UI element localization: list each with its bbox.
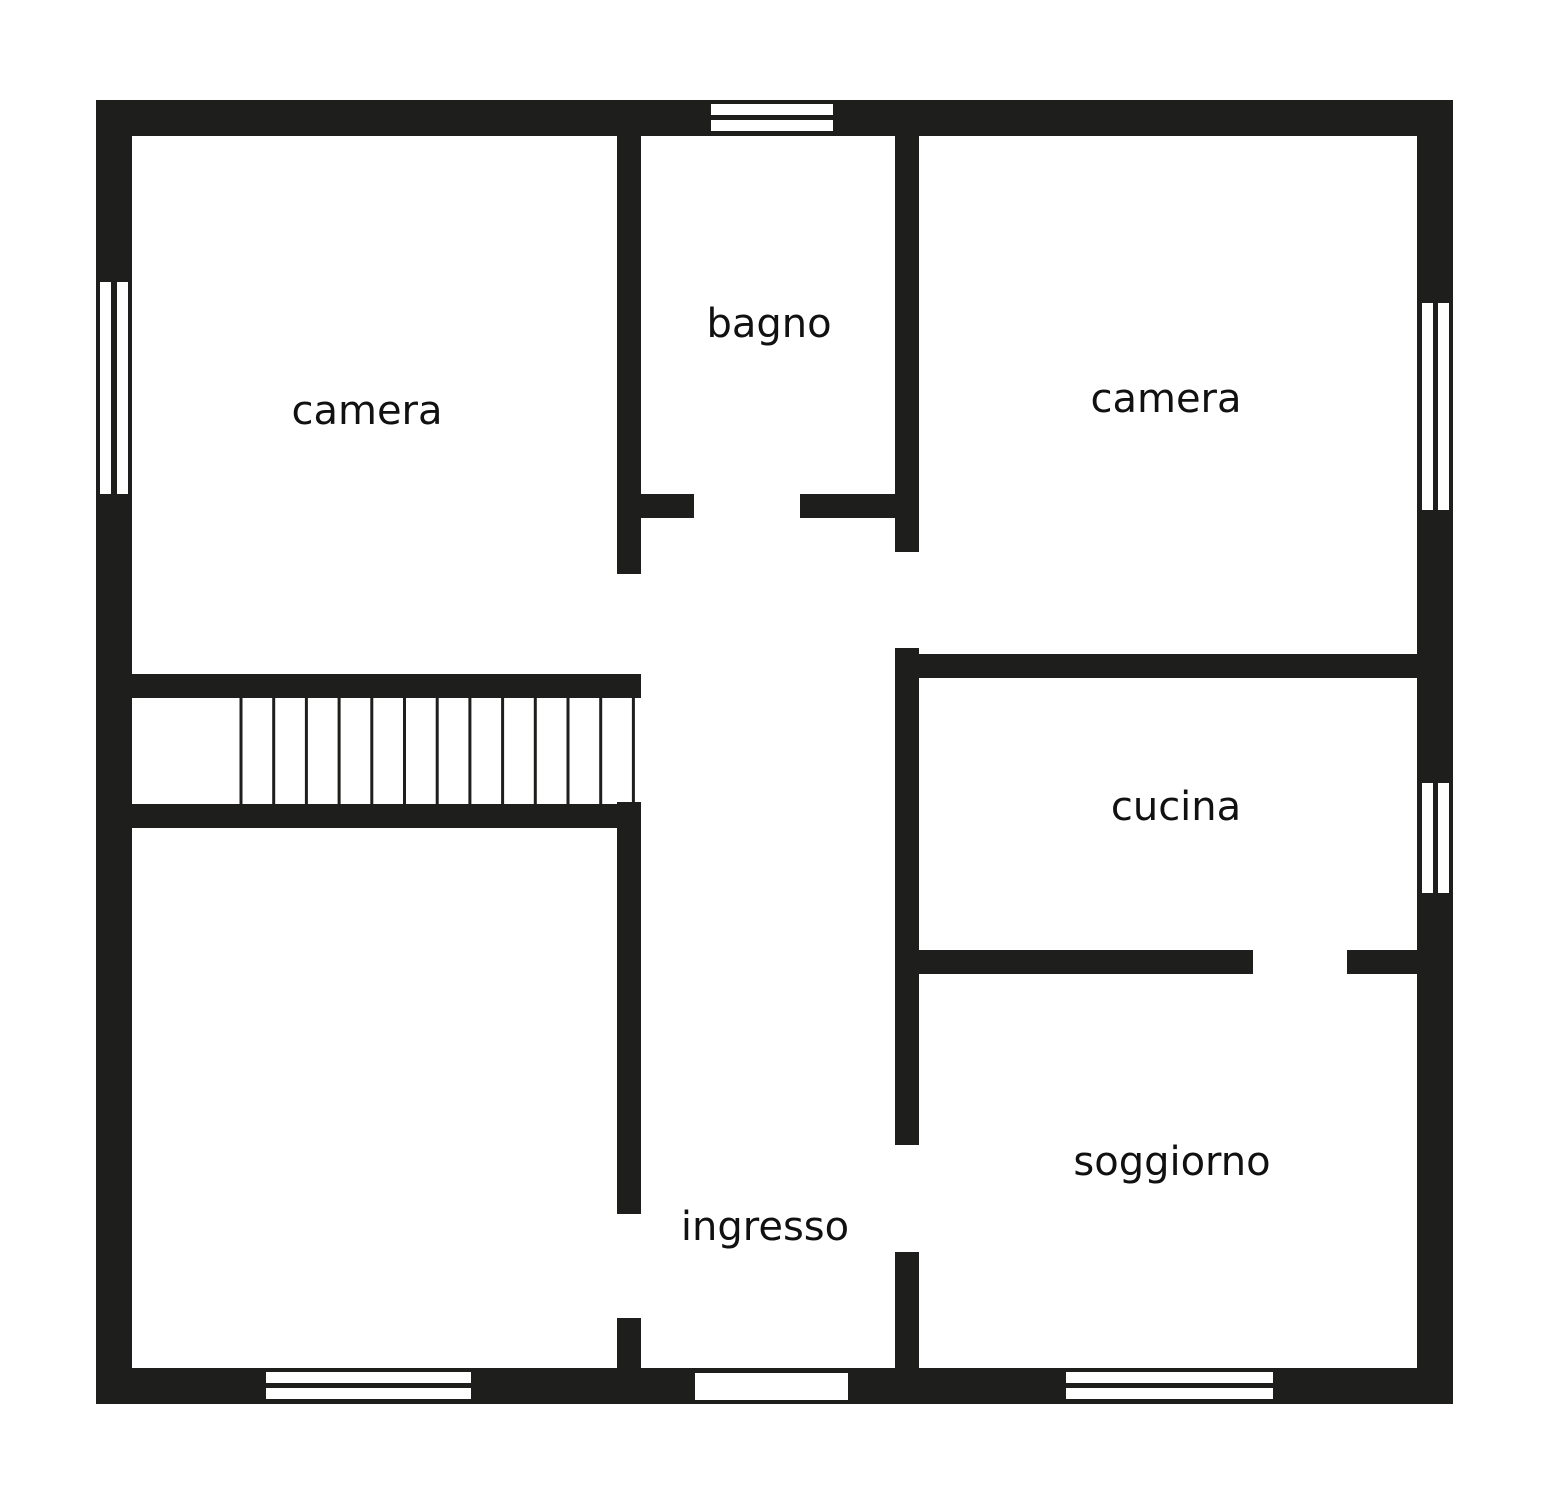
room-label-camera-right: camera: [1090, 376, 1241, 422]
room-label-bagno: bagno: [706, 301, 831, 347]
window-left: [100, 282, 128, 494]
windows: [100, 104, 1449, 1400]
window-right-kitchen: [1422, 783, 1449, 893]
interior-walls: [132, 136, 1417, 1368]
staircase: [239, 698, 635, 804]
room-label-soggiorno: soggiorno: [1073, 1139, 1270, 1185]
room-label-cucina: cucina: [1111, 784, 1241, 830]
room-label-camera-left: camera: [291, 388, 442, 434]
entrance-door: [695, 1373, 848, 1400]
window-top: [711, 104, 833, 131]
room-label-ingresso: ingresso: [681, 1204, 849, 1250]
window-right-top: [1422, 303, 1449, 510]
window-bottom-right: [1066, 1372, 1273, 1399]
window-bottom-left: [266, 1372, 471, 1399]
